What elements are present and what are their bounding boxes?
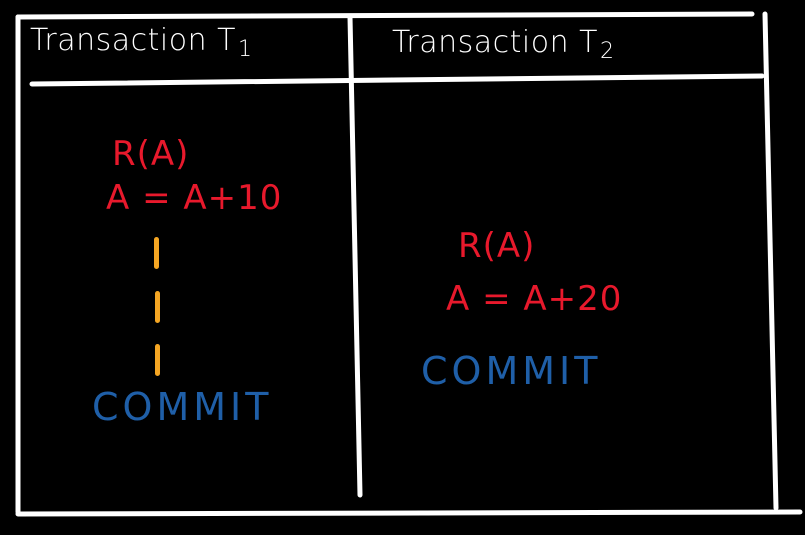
header-divider [29, 73, 765, 87]
column-header-t2: Transaction T2 [392, 25, 615, 64]
table-top-border [15, 11, 755, 20]
t1-wait-dash-1 [154, 237, 159, 269]
t1-wait-dash-3 [155, 344, 160, 376]
t1-commit: COMMIT [92, 385, 273, 429]
column-header-t1: Transaction T1 [30, 23, 253, 62]
table-right-border [762, 11, 779, 511]
column-divider [347, 14, 363, 498]
t1-read-operation: R(A) [112, 134, 190, 174]
table-bottom-border [15, 509, 803, 517]
t2-read-operation: R(A) [458, 226, 536, 266]
t1-write-operation: A = A+10 [106, 178, 283, 218]
t2-commit: COMMIT [421, 349, 602, 393]
t1-wait-dash-2 [155, 291, 160, 323]
t2-write-operation: A = A+20 [446, 279, 623, 319]
